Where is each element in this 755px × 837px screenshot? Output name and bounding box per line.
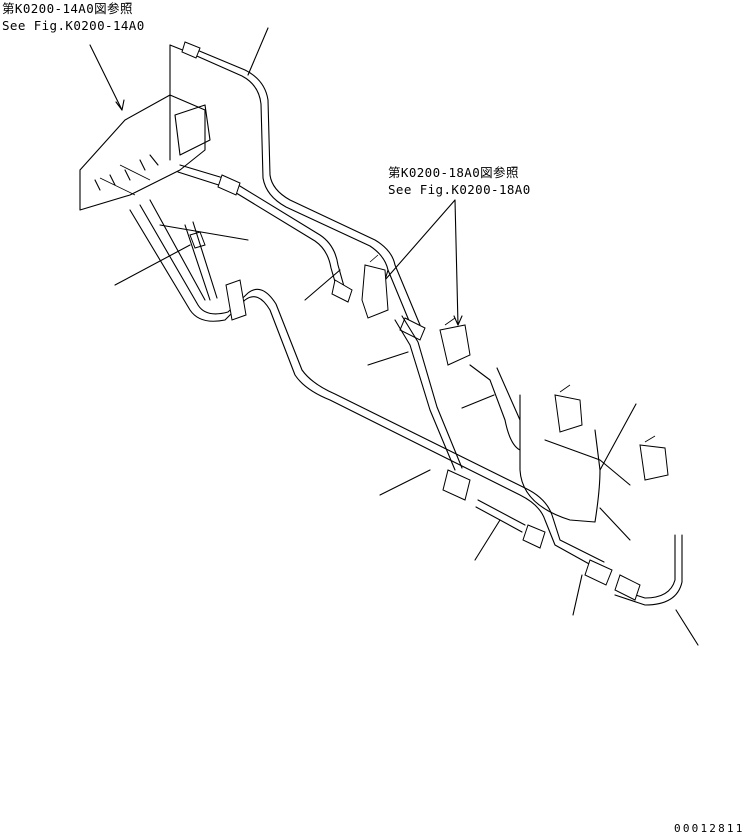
middle-hose bbox=[177, 164, 353, 303]
callout-ref-14a0-en: See Fig.K0200-14A0 bbox=[2, 18, 145, 33]
callout-ref-18a0: 第K0200-18A0図参照 See Fig.K0200-18A0 bbox=[388, 164, 531, 198]
callout-ref-14a0: 第K0200-14A0図参照 See Fig.K0200-14A0 bbox=[2, 0, 145, 34]
diagram-id: 00012811 bbox=[674, 822, 745, 835]
right-side-lines bbox=[469, 364, 683, 606]
regulator-valves bbox=[361, 254, 669, 481]
short-hose bbox=[475, 499, 526, 533]
leader-lines bbox=[114, 27, 699, 646]
lower-twin-lines bbox=[129, 199, 605, 571]
upper-hose bbox=[181, 41, 426, 341]
callout-leaders bbox=[89, 44, 463, 326]
callout-ref-18a0-jp: 第K0200-18A0図参照 bbox=[388, 165, 519, 180]
side-hoses bbox=[184, 221, 471, 501]
valve-block bbox=[79, 44, 211, 211]
callout-ref-14a0-jp: 第K0200-14A0図参照 bbox=[2, 1, 133, 16]
callout-ref-18a0-en: See Fig.K0200-18A0 bbox=[388, 182, 531, 197]
